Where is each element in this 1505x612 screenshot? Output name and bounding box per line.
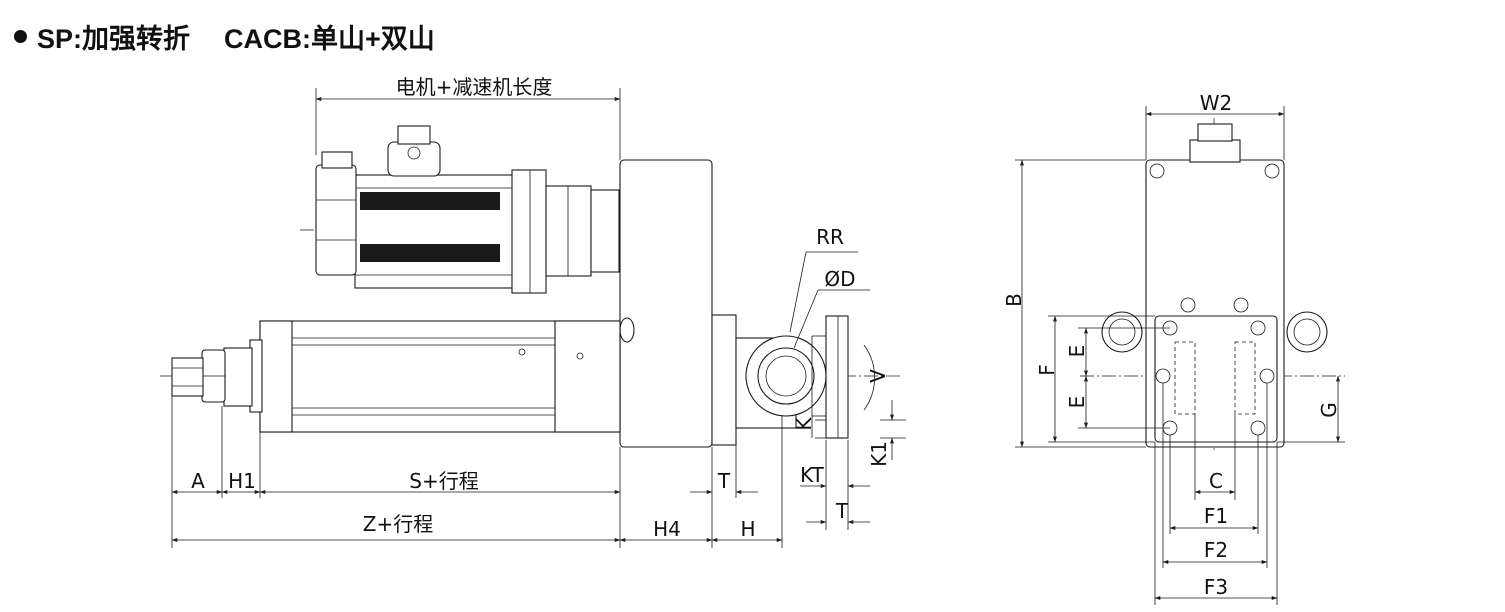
bullet-icon (14, 29, 27, 43)
c-label: C (1209, 469, 1223, 493)
t-side-label: T (717, 469, 731, 493)
gearbox-housing (619, 159, 713, 448)
t-top-label: T (835, 499, 849, 523)
cylinder-body (249, 320, 621, 433)
v-label: V (866, 369, 890, 383)
h4-label: H4 (653, 517, 681, 541)
f1-label: F1 (1204, 504, 1228, 528)
e-lower-label: E (1065, 396, 1089, 409)
k1-label: K1 (867, 441, 891, 467)
servo-motor (315, 125, 620, 294)
z-stroke-label: Z+行程 (363, 512, 433, 536)
variant-title: CACB:单山+双山 (224, 23, 435, 54)
page-title: SP:加强转折 CACB:单山+双山 (14, 16, 435, 56)
f-label: F (1035, 364, 1059, 376)
side-view (160, 88, 906, 548)
rod-end (171, 347, 253, 407)
model-title: SP:加强转折 (37, 23, 191, 54)
e-upper-label: E (1065, 345, 1089, 358)
trunnion-mount (735, 315, 876, 439)
eyebolt-right (1286, 311, 1328, 353)
b-label: B (1002, 293, 1026, 307)
rr-label: RR (816, 225, 844, 249)
g-label: G (1317, 402, 1341, 418)
front-view (1015, 106, 1345, 605)
h-label: H (740, 517, 755, 541)
kt-label: KT (800, 463, 825, 487)
k-label: K (792, 417, 816, 431)
s-stroke-label: S+行程 (409, 469, 478, 493)
eyebolt-left (1101, 311, 1143, 353)
motor-reducer-length-label: 电机+减速机长度 (396, 75, 553, 99)
w2-label: W2 (1200, 91, 1233, 115)
od-label: ØD (824, 267, 855, 291)
h1-label: H1 (228, 469, 256, 493)
a-label: A (191, 469, 205, 493)
flange-plate (1154, 315, 1278, 443)
f2-label: F2 (1204, 538, 1228, 562)
f3-label: F3 (1204, 575, 1228, 599)
